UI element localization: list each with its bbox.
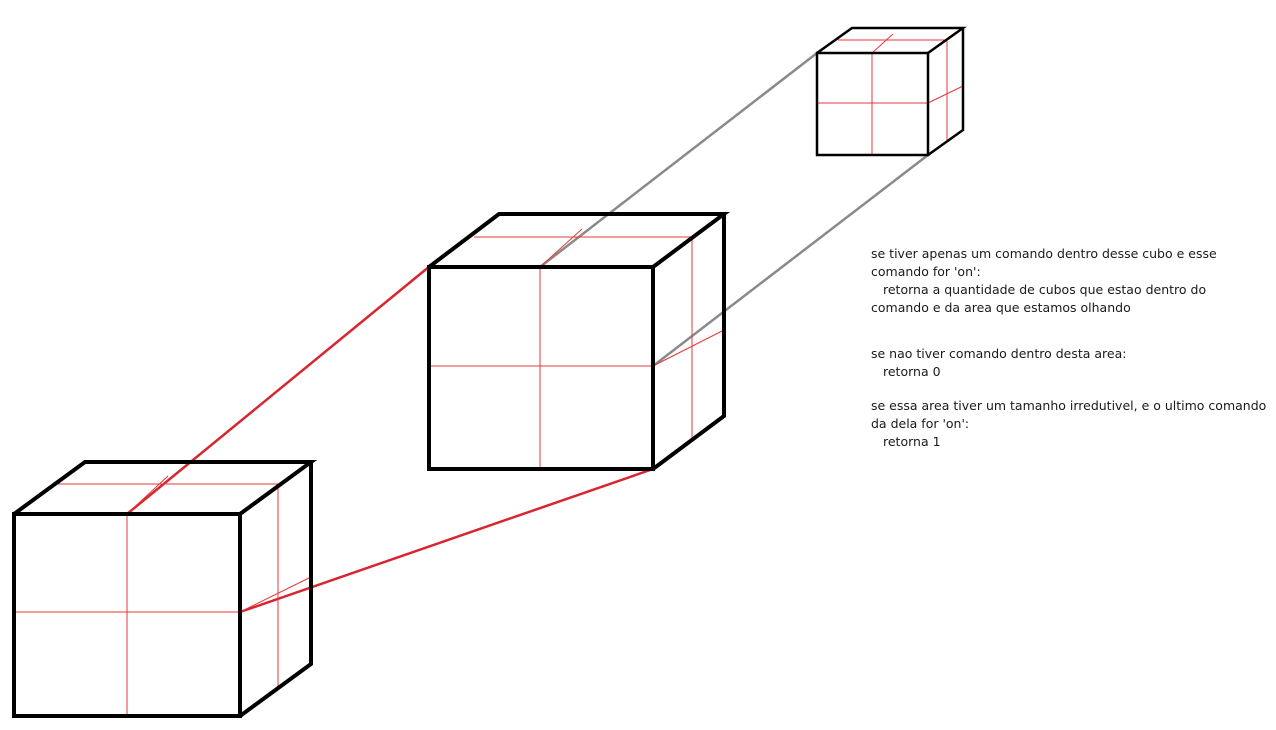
rule-three-line-1: se essa area tiver um tamanho irredutive… <box>871 398 1267 413</box>
cube-large-edges <box>12 460 318 718</box>
cube-small <box>815 26 967 157</box>
cube-medium-grid <box>429 228 725 469</box>
cube-small-grid <box>817 33 964 155</box>
cube-medium-edges <box>427 212 731 471</box>
gray-connector-top <box>539 52 818 268</box>
cube-large-grid <box>14 475 312 716</box>
rule-two-line-2: retorna 0 <box>883 364 941 379</box>
rule-two-line-1: se nao tiver comando dentro desta area: <box>871 346 1127 361</box>
cube-medium <box>427 212 731 471</box>
rules-text-block: se tiver apenas um comando dentro desse … <box>871 245 1271 451</box>
rule-three-line-3: retorna 1 <box>883 434 941 449</box>
cube-small-edges <box>815 26 967 157</box>
gray-connectors <box>539 52 929 367</box>
red-connector-top <box>126 265 431 515</box>
red-connector-bottom <box>239 467 654 614</box>
rule-one-line-1: se tiver apenas um comando dentro desse … <box>871 246 1217 261</box>
rule-one-line-2: comando for 'on': <box>871 264 981 279</box>
rule-one-line-4: comando e da area que estamos olhando <box>871 300 1131 315</box>
rule-one-line-3: retorna a quantidade de cubos que estao … <box>883 282 1207 297</box>
gray-connector-bottom <box>652 154 929 367</box>
cube-large <box>12 460 318 718</box>
rule-three-line-2: da dela for 'on': <box>871 416 970 431</box>
red-connectors <box>126 265 654 614</box>
